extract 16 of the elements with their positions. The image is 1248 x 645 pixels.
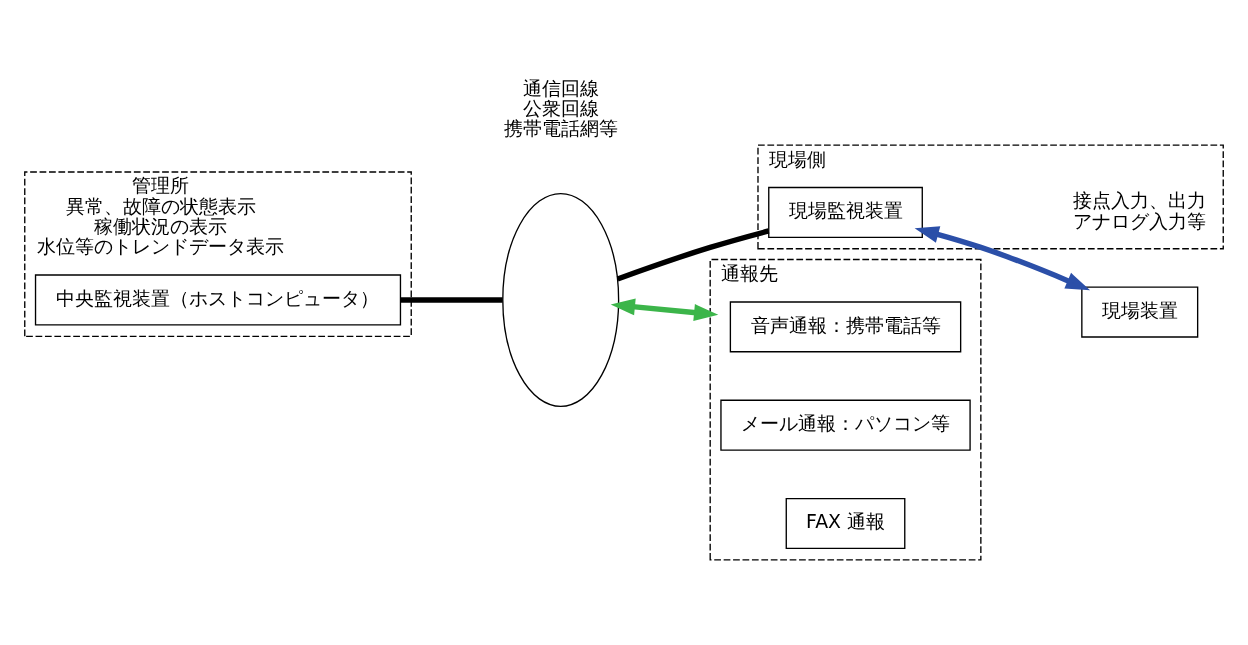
- arrow: [914, 226, 1091, 291]
- node-box: 現場装置: [1081, 286, 1199, 338]
- node-ellipse: [502, 192, 620, 407]
- node-label: 通信回線: [522, 77, 599, 99]
- node-box: 音声通報：携帯電話等: [729, 301, 962, 353]
- node-box: 中央監視装置（ホストコンピュータ）: [34, 274, 402, 326]
- connector: [616, 228, 770, 282]
- connector: [400, 297, 503, 303]
- node-label: 携帯電話網等: [503, 118, 618, 140]
- node-box: FAX 通報: [785, 497, 906, 550]
- node-label: アナログ入力等: [1073, 210, 1207, 232]
- node-box: メール通報：パソコン等: [720, 399, 971, 451]
- node-label: 接点入力、出力: [1073, 190, 1207, 212]
- node-label: 公衆回線: [522, 98, 599, 120]
- node-box: 現場監視装置: [768, 186, 923, 238]
- arrow: [610, 298, 719, 322]
